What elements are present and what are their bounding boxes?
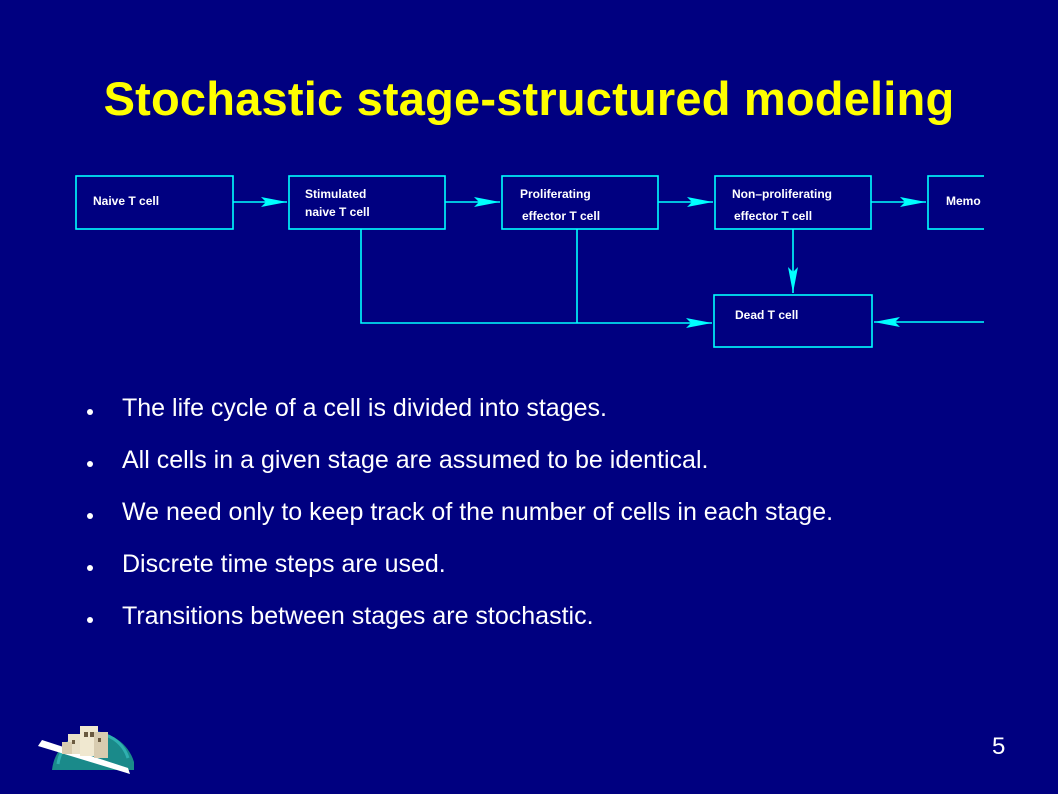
arrowhead-2 xyxy=(474,197,500,207)
bullet-dot-icon xyxy=(87,461,93,467)
label-effector-t-cell-2: effector T cell xyxy=(734,209,812,223)
arrowhead-4 xyxy=(900,197,926,207)
box-memory-t-cell xyxy=(927,175,984,230)
arrowhead-1 xyxy=(261,197,287,207)
bullet-dot-icon xyxy=(87,565,93,571)
arrowhead-left-to-dead xyxy=(686,318,712,328)
bullet-item: The life cycle of a cell is divided into… xyxy=(84,392,984,424)
bullet-item: We need only to keep track of the number… xyxy=(84,496,984,528)
box-dead-t-cell xyxy=(713,294,873,348)
arrowhead-right-to-dead xyxy=(874,317,900,327)
arrowhead-3 xyxy=(687,197,713,207)
bullet-text: All cells in a given stage are assumed t… xyxy=(122,446,709,474)
bullet-item: Discrete time steps are used. xyxy=(84,548,984,580)
label-naive-t-cell: Naive T cell xyxy=(93,194,159,208)
bullet-dot-icon xyxy=(87,409,93,415)
bullet-item: All cells in a given stage are assumed t… xyxy=(84,444,984,476)
path-stimulated-to-dead xyxy=(360,229,712,324)
slide-title: Stochastic stage-structured modeling xyxy=(103,72,955,125)
label-proliferating: Proliferating xyxy=(520,187,591,201)
label-naive-t-cell-2: naive T cell xyxy=(305,205,370,219)
arrowhead-down xyxy=(788,267,798,293)
bullet-text: Discrete time steps are used. xyxy=(122,550,446,578)
bullet-text: The life cycle of a cell is divided into… xyxy=(122,394,607,422)
bullet-dot-icon xyxy=(87,617,93,623)
label-dead-t-cell: Dead T cell xyxy=(735,308,798,322)
label-effector-t-cell: effector T cell xyxy=(522,209,600,223)
university-building-logo-icon xyxy=(38,726,134,774)
bullet-text: We need only to keep track of the number… xyxy=(122,498,834,526)
page-number: 5 xyxy=(992,733,1006,760)
bullet-dot-icon xyxy=(87,513,93,519)
label-stimulated: Stimulated xyxy=(305,187,366,201)
label-memory: Memo xyxy=(946,194,981,208)
bullet-text: Transitions between stages are stochasti… xyxy=(122,602,594,630)
bullet-item: Transitions between stages are stochasti… xyxy=(84,600,984,632)
bullet-list: The life cycle of a cell is divided into… xyxy=(84,392,984,652)
label-non-proliferating: Non–proliferating xyxy=(732,187,832,201)
box-stimulated-naive-t-cell xyxy=(288,175,446,230)
